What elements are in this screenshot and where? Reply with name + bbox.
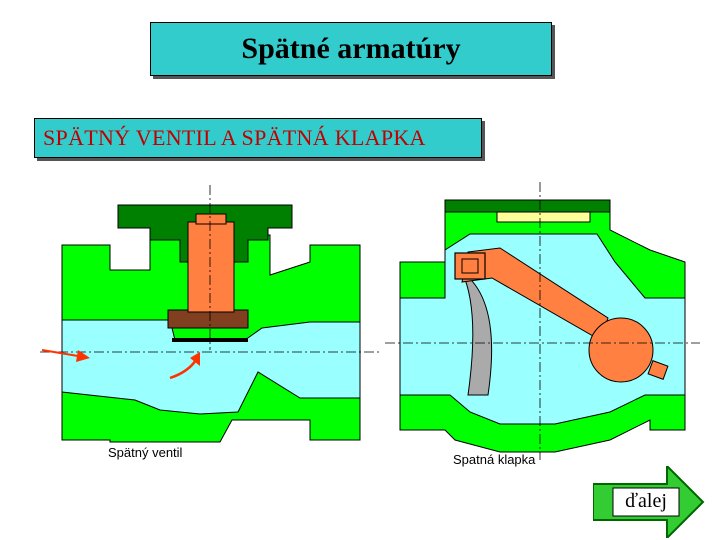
flow-arrow-up-icon	[169, 359, 198, 380]
check-flap-hinge-pin	[461, 258, 479, 274]
check-valve-seat	[172, 338, 248, 342]
check-flap-counterweight	[588, 317, 654, 383]
section-heading-text: SPÄTNÝ VENTIL A SPÄTNÁ KLAPKA	[43, 125, 426, 150]
check-valve-drawing	[40, 185, 380, 443]
flow-arrow-left-icon	[41, 349, 79, 357]
check-flap-drawing	[385, 182, 700, 460]
check-flap-hinge	[454, 252, 486, 280]
check-flap-cover-rim	[444, 199, 611, 213]
page-title: Spätné armatúry	[150, 22, 552, 76]
check-valve-caption: Spätný ventil	[108, 445, 183, 460]
flow-arrowhead-left-icon	[76, 350, 90, 362]
flow-arrowhead-up-icon	[190, 352, 200, 366]
check-flap-weight-nut	[647, 360, 669, 380]
section-heading: SPÄTNÝ VENTIL A SPÄTNÁ KLAPKA	[34, 118, 482, 158]
check-flap-disc	[460, 270, 493, 396]
page-title-text: Spätné armatúry	[241, 32, 461, 65]
next-button-label-box	[612, 487, 680, 517]
check-valve-plug-base	[167, 309, 249, 329]
next-button[interactable]	[593, 466, 705, 538]
check-flap-caption: Spatná klapka	[453, 452, 536, 467]
check-valve-plug-top	[195, 213, 227, 225]
check-valve-plug	[187, 221, 235, 313]
